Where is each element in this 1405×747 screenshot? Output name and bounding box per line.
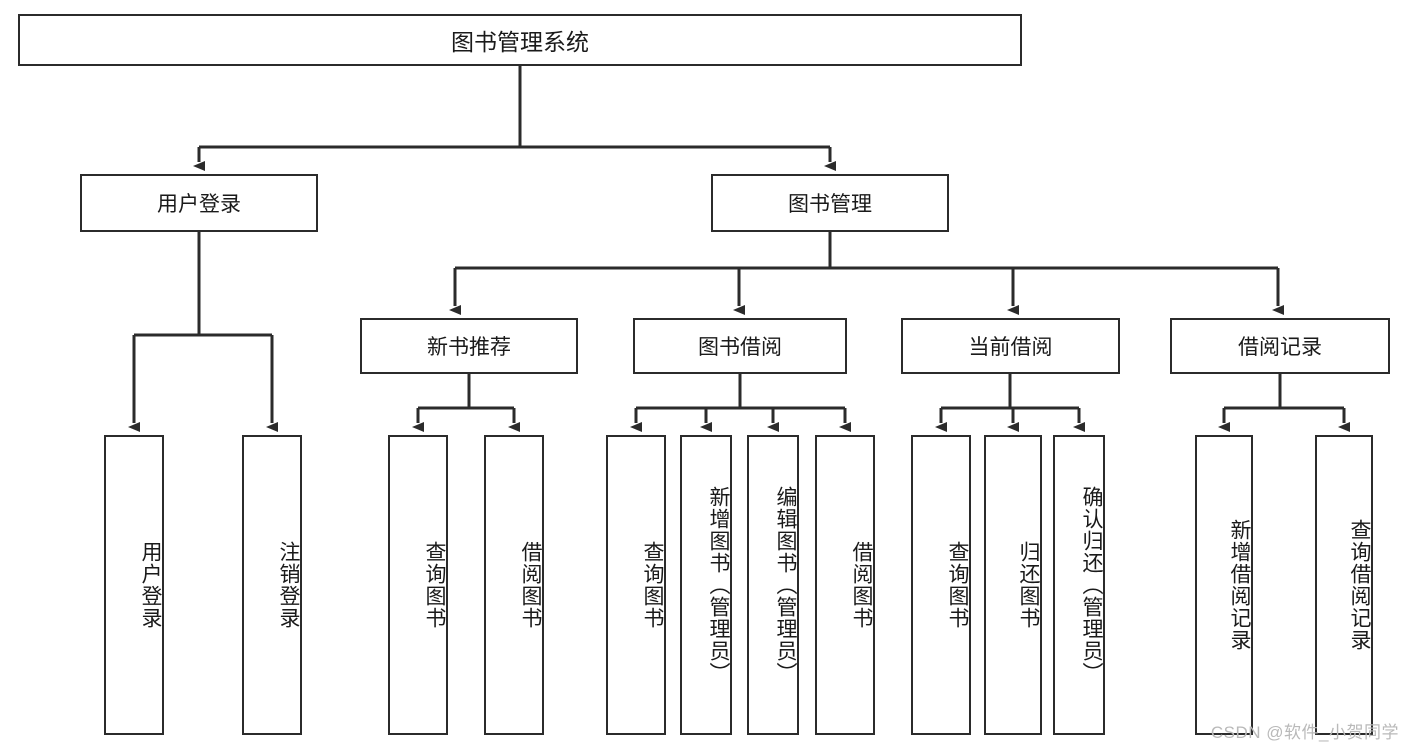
node-leaf-add-book-label: 新增图书（管理员） <box>707 486 730 684</box>
node-root-label: 图书管理系统 <box>451 29 589 55</box>
watermark: CSDN @软件_小贺同学 <box>1210 723 1399 742</box>
node-user-login[interactable]: 用户登录 <box>80 174 318 232</box>
node-user-login-label: 用户登录 <box>157 193 241 216</box>
node-current-borrow[interactable]: 当前借阅 <box>901 318 1120 374</box>
node-leaf-add-record-label: 新增借阅记录 <box>1228 519 1251 651</box>
node-leaf-confirm-return-label: 确认归还（管理员） <box>1080 486 1103 684</box>
node-leaf-query-record[interactable]: 查询借阅记录 <box>1315 435 1373 735</box>
node-book-manage-label: 图书管理 <box>788 193 872 216</box>
node-leaf-borrow-book-1-label: 借阅图书 <box>519 541 542 629</box>
node-leaf-user-login[interactable]: 用户登录 <box>104 435 164 735</box>
node-borrow-record-label: 借阅记录 <box>1238 336 1322 359</box>
node-leaf-borrow-book-2-label: 借阅图书 <box>850 541 873 629</box>
node-leaf-edit-book-label: 编辑图书（管理员） <box>774 486 797 684</box>
node-book-borrow[interactable]: 图书借阅 <box>633 318 847 374</box>
node-new-book-recommend[interactable]: 新书推荐 <box>360 318 578 374</box>
node-leaf-add-record[interactable]: 新增借阅记录 <box>1195 435 1253 735</box>
node-new-book-recommend-label: 新书推荐 <box>427 336 511 359</box>
node-leaf-query-record-label: 查询借阅记录 <box>1348 519 1371 651</box>
node-leaf-edit-book[interactable]: 编辑图书（管理员） <box>747 435 799 735</box>
node-leaf-query-book-3-label: 查询图书 <box>946 541 969 629</box>
node-leaf-logout-label: 注销登录 <box>277 541 300 629</box>
node-leaf-add-book[interactable]: 新增图书（管理员） <box>680 435 732 735</box>
node-leaf-logout[interactable]: 注销登录 <box>242 435 302 735</box>
node-leaf-query-book-2-label: 查询图书 <box>641 541 664 629</box>
node-leaf-borrow-book-2[interactable]: 借阅图书 <box>815 435 875 735</box>
node-leaf-confirm-return[interactable]: 确认归还（管理员） <box>1053 435 1105 735</box>
node-borrow-record[interactable]: 借阅记录 <box>1170 318 1390 374</box>
node-leaf-borrow-book-1[interactable]: 借阅图书 <box>484 435 544 735</box>
node-root[interactable]: 图书管理系统 <box>18 14 1022 66</box>
node-leaf-query-book-2[interactable]: 查询图书 <box>606 435 666 735</box>
node-leaf-return-book[interactable]: 归还图书 <box>984 435 1042 735</box>
node-leaf-return-book-label: 归还图书 <box>1017 541 1040 629</box>
node-leaf-query-book-1-label: 查询图书 <box>423 541 446 629</box>
node-book-borrow-label: 图书借阅 <box>698 336 782 359</box>
node-current-borrow-label: 当前借阅 <box>968 336 1053 359</box>
node-leaf-query-book-1[interactable]: 查询图书 <box>388 435 448 735</box>
node-leaf-query-book-3[interactable]: 查询图书 <box>911 435 971 735</box>
node-book-manage[interactable]: 图书管理 <box>711 174 949 232</box>
node-leaf-user-login-label: 用户登录 <box>139 541 162 629</box>
